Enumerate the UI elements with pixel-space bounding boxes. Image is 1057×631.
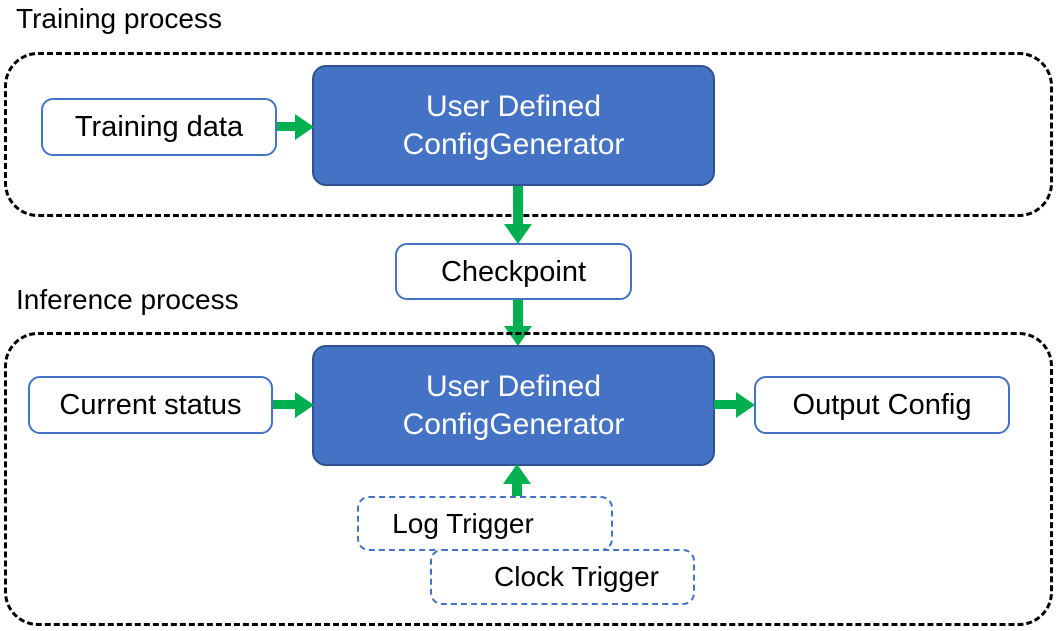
node-log-trigger-label: Log Trigger	[392, 507, 534, 539]
node-clock-trigger[interactable]: Clock Trigger	[430, 549, 695, 605]
node-generator-inference-text: User Defined ConfigGenerator	[403, 368, 625, 444]
node-training-data-label: Training data	[74, 111, 244, 143]
arrow-shaft	[714, 400, 738, 409]
arrow-head	[504, 224, 532, 244]
process-container-training	[4, 52, 1053, 217]
process-container-inference	[4, 332, 1053, 626]
node-output-config[interactable]: Output Config	[754, 376, 1010, 434]
arrow-triggers-to-generator-icon	[503, 464, 531, 503]
node-training-data[interactable]: Training data	[41, 98, 277, 156]
node-output-config-label: Output Config	[792, 389, 972, 421]
node-generator-inference-label-line2: ConfigGenerator	[402, 407, 625, 441]
arrow-current-status-to-generator-icon	[273, 392, 314, 418]
node-log-trigger[interactable]: Log Trigger	[357, 496, 613, 551]
node-checkpoint-label: Checkpoint	[440, 255, 587, 288]
arrow-generator-to-output-config-icon	[714, 392, 756, 418]
node-user-defined-configgenerator-training[interactable]: User Defined ConfigGenerator	[312, 65, 715, 186]
arrow-generator-to-checkpoint-icon	[504, 186, 532, 244]
arrow-head	[295, 114, 314, 140]
arrow-shaft	[512, 482, 522, 503]
section-caption-inference: Inference process	[16, 284, 239, 315]
node-generator-training-text: User Defined ConfigGenerator	[403, 88, 625, 164]
arrow-head	[503, 464, 531, 484]
arrow-shaft	[513, 186, 523, 226]
node-user-defined-configgenerator-inference[interactable]: User Defined ConfigGenerator	[312, 345, 715, 466]
arrow-shaft	[273, 400, 297, 409]
node-current-status-label: Current status	[59, 389, 242, 421]
node-clock-trigger-label: Clock Trigger	[494, 561, 659, 592]
arrow-head	[295, 392, 314, 418]
section-caption-training: Training process	[16, 3, 222, 34]
node-current-status[interactable]: Current status	[28, 376, 273, 434]
node-checkpoint[interactable]: Checkpoint	[395, 243, 632, 300]
arrow-head	[504, 326, 532, 346]
arrow-training-data-to-generator-icon	[277, 114, 314, 140]
arrow-shaft	[513, 300, 523, 328]
arrow-checkpoint-to-generator-icon	[504, 300, 532, 347]
node-generator-training-label-line1: User Defined	[425, 89, 602, 123]
arrow-shaft	[277, 122, 297, 131]
node-generator-training-label-line2: ConfigGenerator	[402, 127, 625, 161]
arrow-head	[736, 392, 755, 418]
node-generator-inference-label-line1: User Defined	[425, 369, 602, 403]
